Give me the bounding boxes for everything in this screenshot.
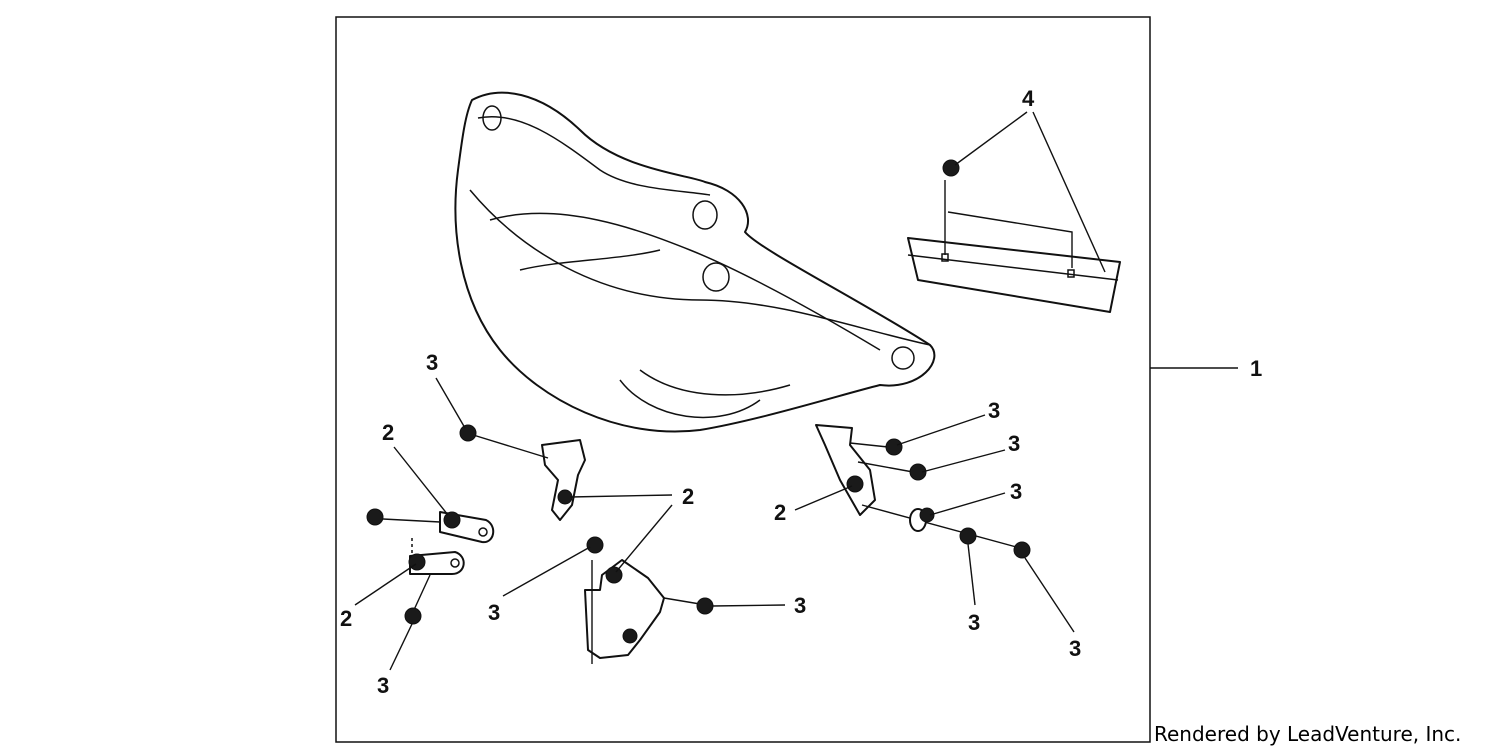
callout-3: 3: [1008, 431, 1020, 456]
callout-3: 3: [988, 398, 1000, 423]
render-credit: Rendered by LeadVenture, Inc.: [1154, 722, 1462, 746]
callout-2: 2: [340, 606, 352, 631]
callout-3: 3: [968, 610, 980, 635]
callout-3: 3: [488, 600, 500, 625]
mount-bracket-center-bottom: [584, 536, 714, 664]
leader-lines: [354, 111, 1106, 671]
callout-3: 3: [426, 350, 438, 375]
callout-3: 3: [794, 593, 806, 618]
callout-2: 2: [382, 420, 394, 445]
callout-3: 3: [1069, 636, 1081, 661]
bolt-icon: [942, 159, 960, 177]
callout-2: 2: [774, 500, 786, 525]
diagram-frame: [335, 16, 1151, 743]
callout-labels: 1 4 3 2 2 3 3 3 2 2 3 3 3 3 3: [340, 86, 1262, 698]
rear-bracket: [907, 159, 1121, 313]
callout-3: 3: [377, 673, 389, 698]
callout-4: 4: [1022, 86, 1035, 111]
mount-bracket-right: [815, 424, 1031, 559]
callout-1: 1: [1250, 356, 1262, 381]
mount-bracket-center-left: [459, 424, 586, 521]
skid-plate-guard: [454, 91, 936, 433]
callout-3: 3: [1010, 479, 1022, 504]
clamp-bracket-left: [366, 508, 495, 625]
callout-2: 2: [682, 484, 694, 509]
